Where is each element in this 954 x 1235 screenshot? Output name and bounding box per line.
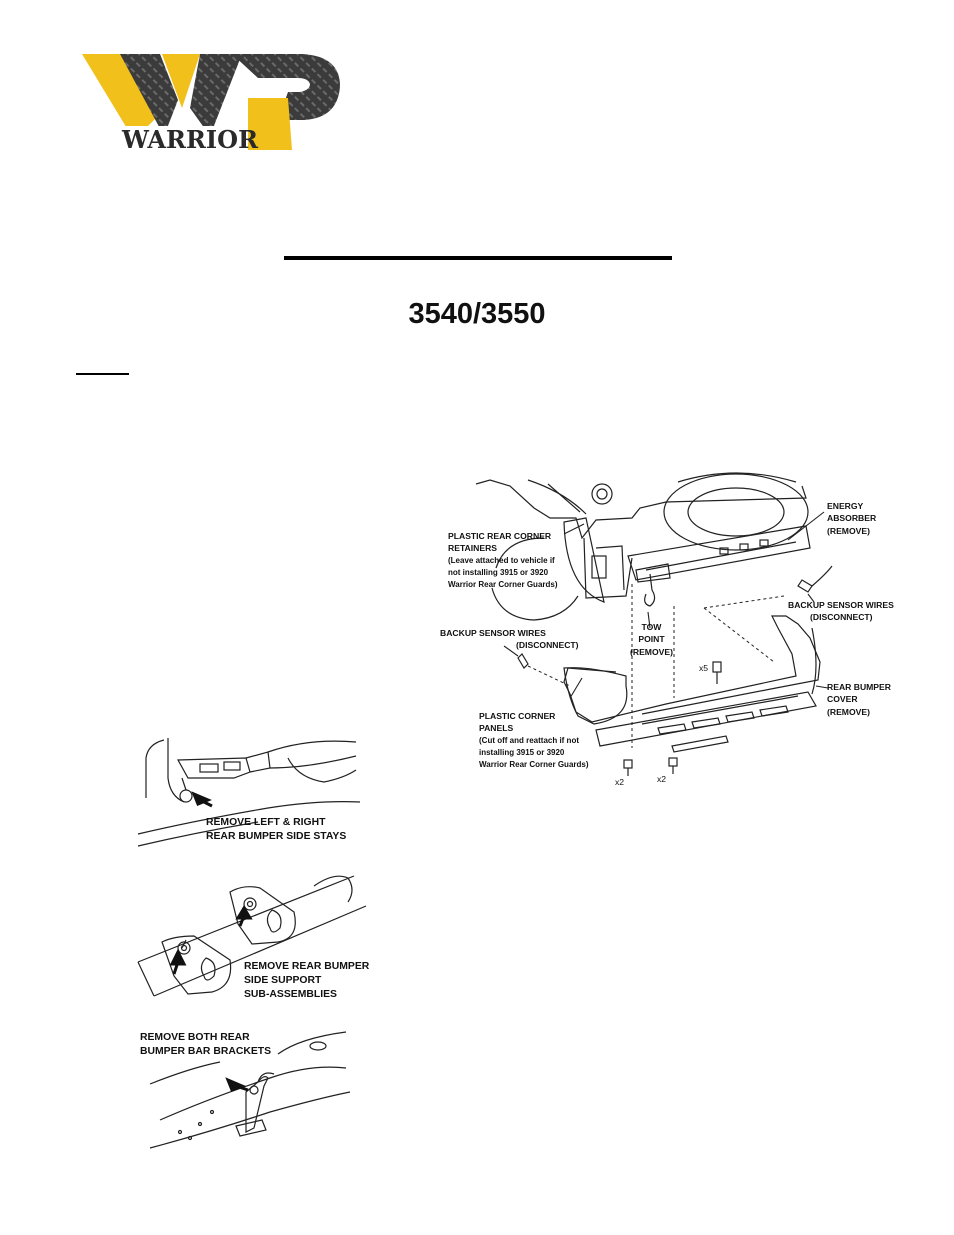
label-tow-point: TOW POINT (REMOVE)	[630, 622, 673, 657]
part-number: 3540/3550	[408, 298, 546, 330]
label-backup-sensor-right: BACKUP SENSOR WIRES (DISCONNECT)	[788, 600, 894, 623]
rear-bumper-exploded-diagram	[475, 472, 833, 776]
label-x5: x5	[699, 663, 709, 673]
side-stays-diagram	[137, 738, 361, 847]
label-plastic-rear-corner-retainers: PLASTIC REAR CORNER RETAINERS (Leave att…	[448, 531, 558, 590]
label-side-stays: REMOVE LEFT & RIGHT REAR BUMPER SIDE STA…	[206, 817, 347, 842]
warrior-logo: WARRIOR	[82, 54, 340, 152]
label-x2-right: x2	[657, 774, 667, 784]
label-bar-brackets: REMOVE BOTH REAR BUMPER BAR BRACKETS	[140, 1032, 272, 1057]
title-rule	[284, 256, 672, 260]
label-rear-bumper-cover: REAR BUMPER COVER (REMOVE)	[827, 682, 891, 717]
label-plastic-corner-panels: PLASTIC CORNER PANELS (Cut off and reatt…	[479, 711, 589, 770]
logo-wordmark: WARRIOR	[121, 125, 259, 152]
section-underline	[76, 373, 129, 375]
side-support-diagram	[137, 875, 367, 997]
bar-brackets-diagram	[149, 1031, 351, 1149]
label-energy-absorber: ENERGY ABSORBER (REMOVE)	[827, 501, 877, 536]
label-side-support: REMOVE REAR BUMPER SIDE SUPPORT SUB-ASSE…	[244, 961, 370, 1000]
label-backup-sensor-left: BACKUP SENSOR WIRES (DISCONNECT)	[440, 628, 579, 651]
label-x2-left: x2	[615, 777, 625, 787]
